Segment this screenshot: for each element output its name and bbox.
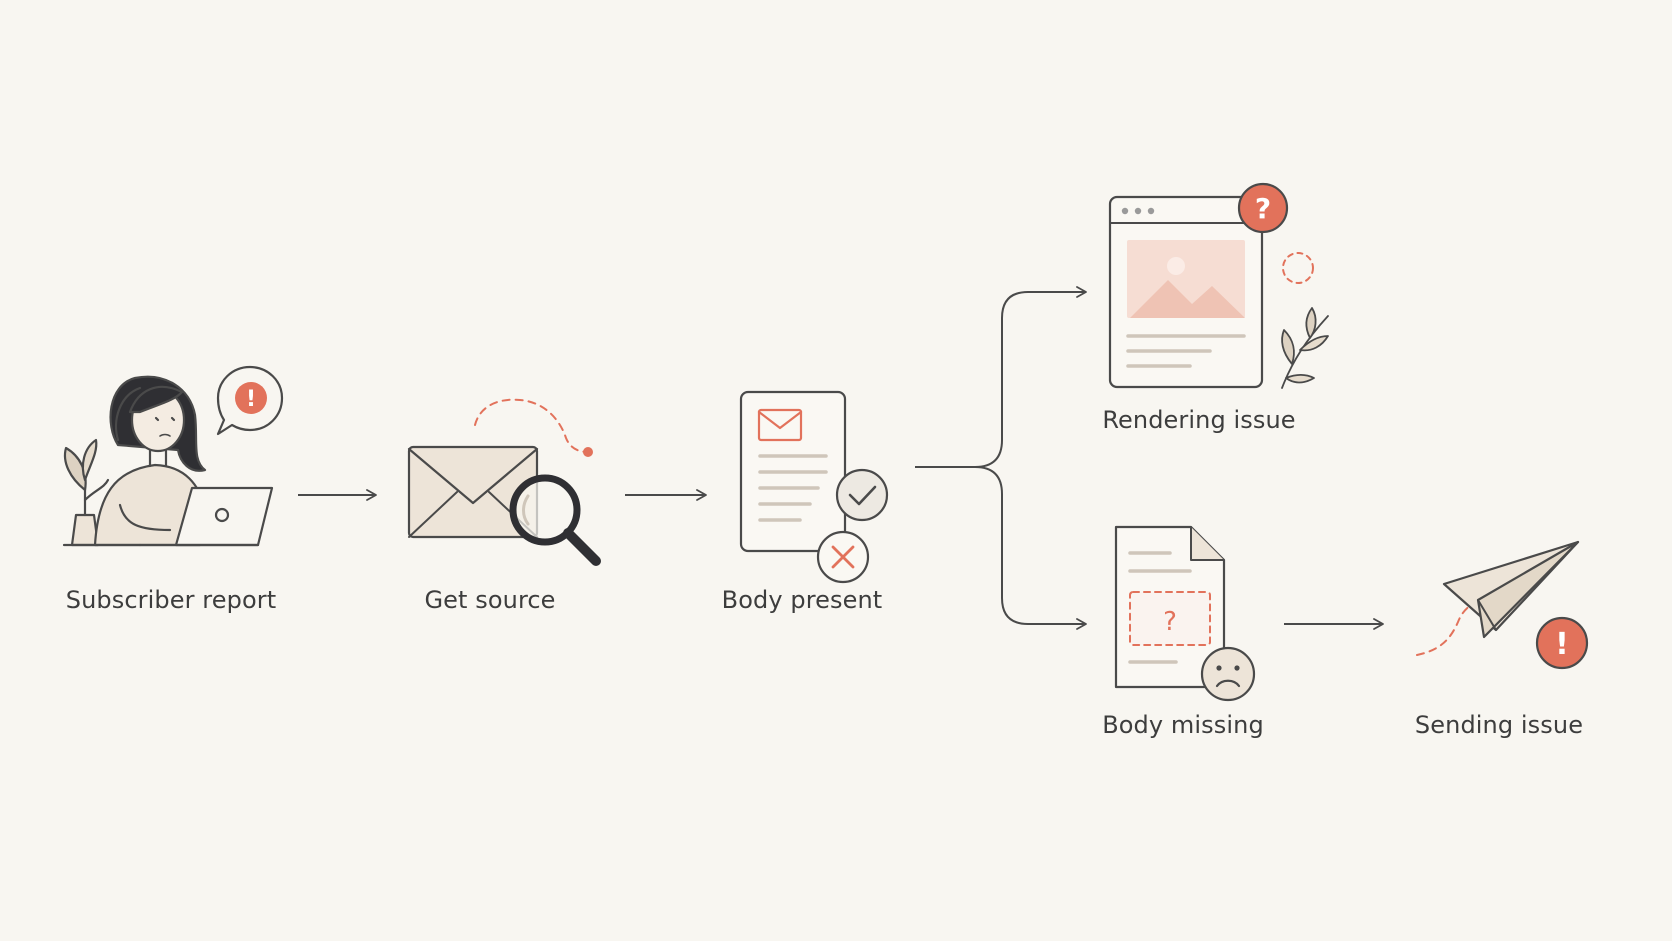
alert-bubble-icon: !: [216, 365, 284, 436]
envelope-magnifier-icon: [407, 398, 601, 566]
alert-badge-icon: !: [1535, 616, 1589, 670]
question-badge-text: ?: [1255, 192, 1271, 225]
document-check-cross-icon: [739, 390, 889, 584]
missing-question-text: ?: [1163, 607, 1177, 637]
label-get-source: Get source: [424, 586, 556, 614]
question-badge-icon: ?: [1237, 182, 1289, 234]
leaf-sprig-icon: [1281, 307, 1329, 389]
label-body-missing: Body missing: [1102, 711, 1264, 739]
sending-alert-text: !: [1555, 627, 1569, 662]
label-rendering-issue: Rendering issue: [1102, 406, 1296, 434]
missing-document-icon: ?: [1114, 525, 1256, 702]
person-laptop-icon: [62, 375, 274, 547]
label-sending-issue: Sending issue: [1414, 711, 1584, 739]
paper-plane-icon: !: [1416, 540, 1589, 670]
label-subscriber-report: Subscriber report: [65, 586, 277, 614]
label-body-present: Body present: [721, 586, 883, 614]
cross-icon: [816, 530, 870, 584]
alert-badge-text: !: [246, 387, 256, 412]
branch-connector: [915, 286, 1087, 630]
check-icon: [835, 468, 889, 522]
browser-window-icon: ?: [1108, 182, 1329, 389]
sad-face-icon: [1200, 646, 1256, 702]
